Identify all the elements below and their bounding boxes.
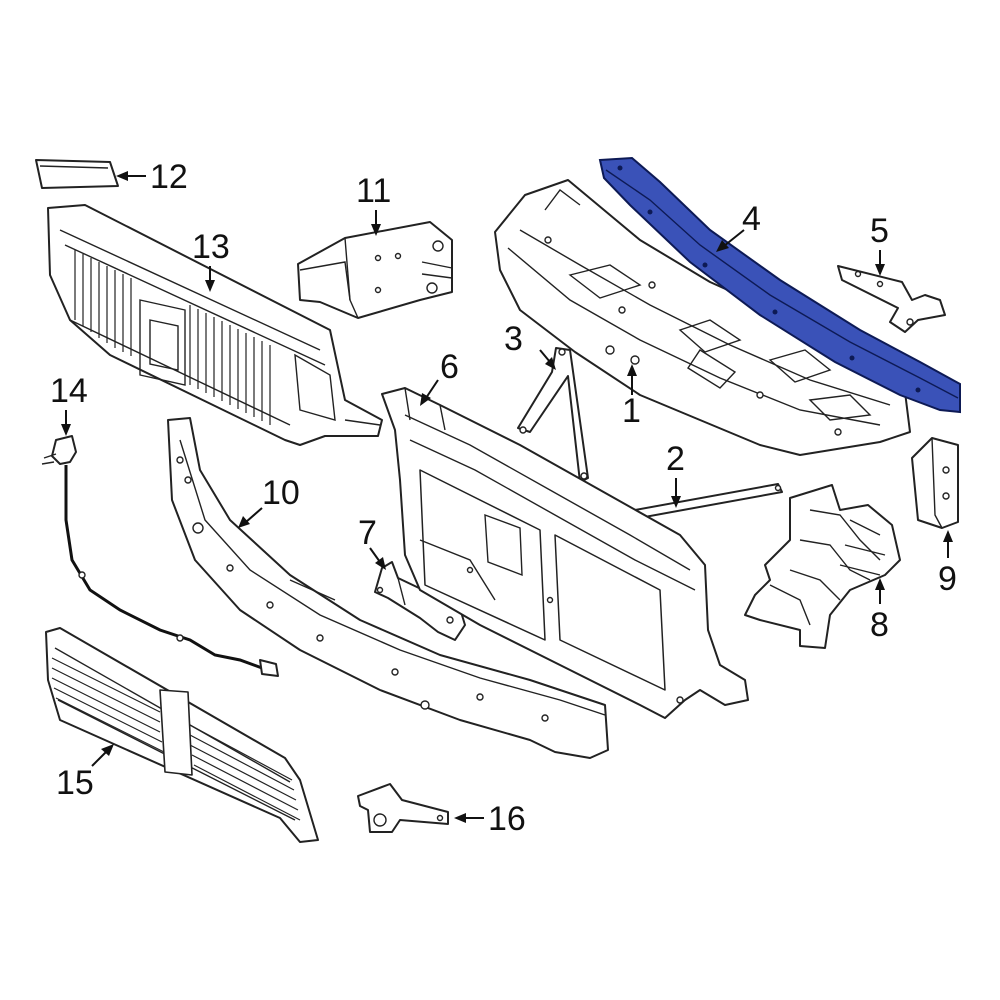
grille-15-slats (51, 657, 301, 821)
part-9[interactable] (911, 437, 959, 529)
part-4[interactable] (598, 156, 961, 414)
callout-12: 12 (150, 158, 188, 196)
callout-3: 3 (504, 320, 523, 358)
callout-16: 16 (488, 800, 526, 838)
callout-8: 8 (870, 606, 889, 644)
part-8[interactable] (744, 484, 901, 649)
callout-4: 4 (742, 200, 761, 238)
callout-9: 9 (938, 560, 957, 598)
part-16[interactable] (357, 783, 449, 833)
callout-2: 2 (666, 440, 685, 478)
part-5[interactable] (837, 265, 946, 333)
callout-1: 1 (622, 392, 641, 430)
part-2[interactable] (623, 483, 783, 521)
callout-15: 15 (56, 764, 94, 802)
part-14[interactable] (41, 435, 279, 677)
leaders (61, 171, 953, 823)
part-10[interactable] (167, 417, 609, 759)
highlighted-part-4 (598, 156, 961, 414)
part-7[interactable] (374, 561, 466, 641)
callout-13: 13 (192, 228, 230, 266)
part-11[interactable] (297, 221, 453, 319)
part-1[interactable] (494, 179, 911, 456)
part-3[interactable] (517, 347, 589, 483)
callout-6: 6 (440, 348, 459, 386)
callout-5: 5 (870, 212, 889, 250)
callout-10: 10 (262, 474, 300, 512)
callout-11: 11 (356, 172, 391, 210)
grille-13-slats (74, 250, 271, 425)
callout-7: 7 (358, 514, 377, 552)
callout-14: 14 (50, 372, 88, 410)
part-13[interactable] (47, 204, 383, 446)
part-12[interactable] (35, 159, 119, 189)
part-6[interactable] (381, 387, 749, 719)
part-15[interactable] (45, 627, 319, 843)
callouts: 1 2 3 4 5 6 7 8 9 10 11 12 13 14 15 16 (50, 158, 957, 838)
